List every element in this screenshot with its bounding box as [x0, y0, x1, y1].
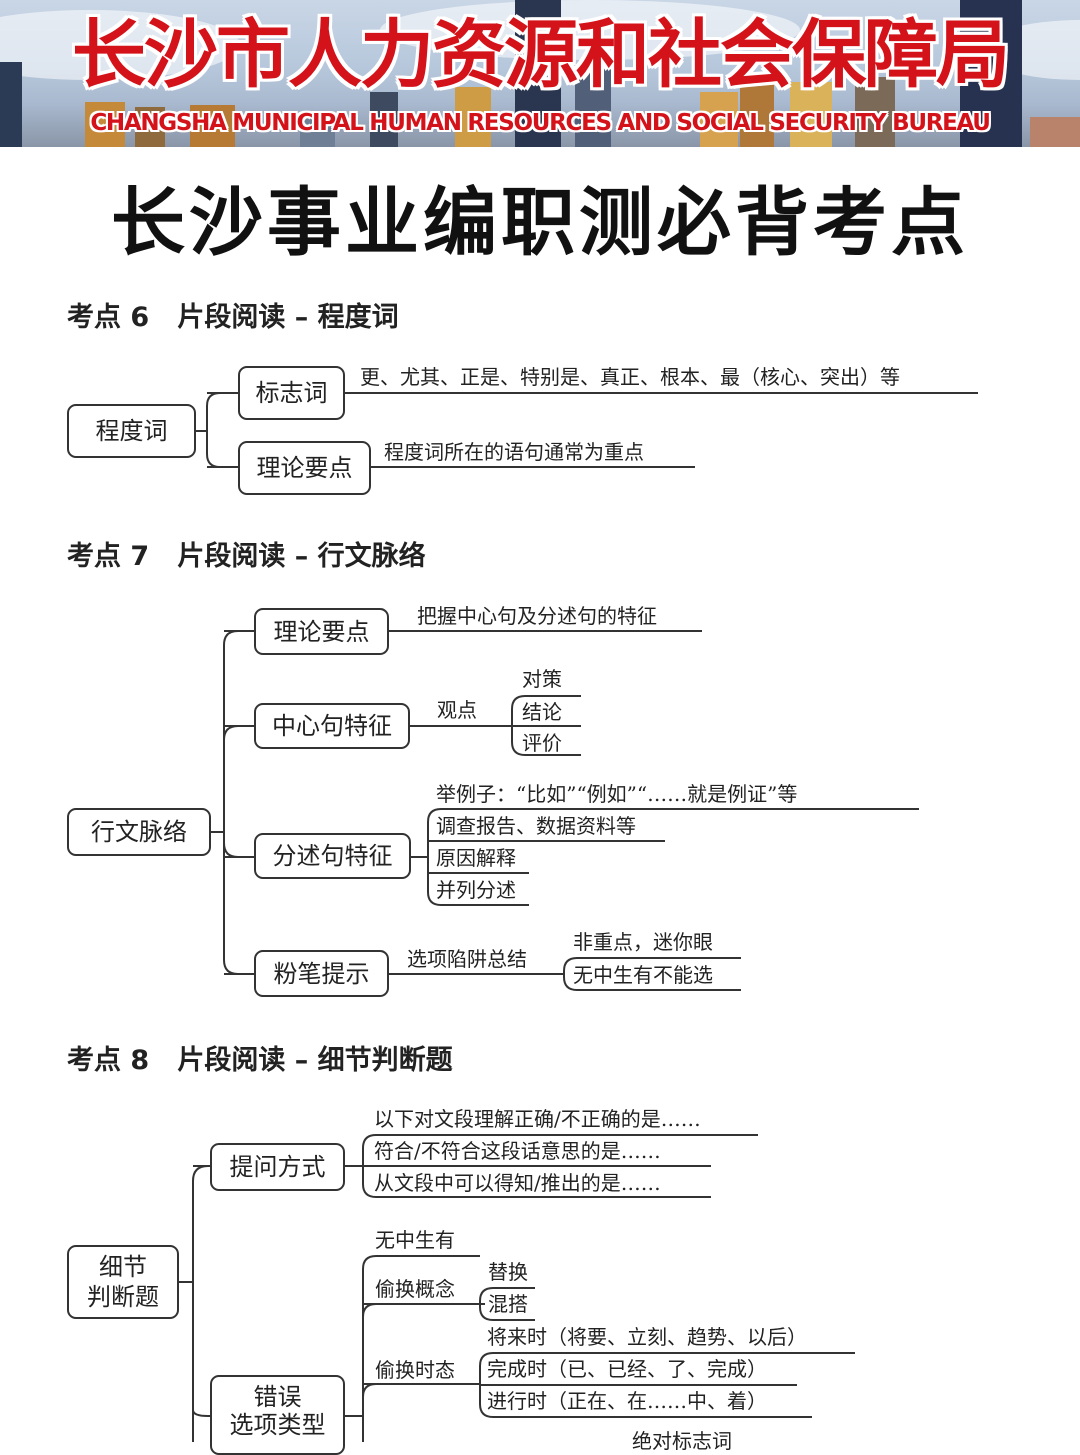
leaf-perfect-tense: 完成时（已、已经、了、完成）	[487, 1357, 767, 1381]
root-node-text-structure: 行文脉络	[67, 808, 211, 856]
node-label: 标志词	[255, 379, 328, 407]
node-label: 分述句特征	[272, 842, 393, 870]
leaf-theory-text: 把握中心句及分述句的特征	[417, 604, 657, 628]
node-label: 粉笔提示	[273, 959, 370, 988]
node-theory-points: 理论要点	[254, 608, 389, 655]
node-label: 错误 选项类型	[229, 1383, 326, 1439]
leaf-theory-text: 程度词所在的语句通常为重点	[384, 440, 644, 464]
leaf-conclusion: 结论	[522, 700, 562, 724]
leaf-marker-words-list: 更、尤其、正是、特别是、真正、根本、最（核心、突出）等	[360, 365, 900, 389]
section-title-7: 考点 7 片段阅读 – 行文脉络	[67, 541, 426, 572]
label-viewpoint: 观点	[437, 698, 477, 722]
banner-title-cn: 长沙市人力资源和社会保障局	[72, 12, 1010, 98]
node-wrong-option-types: 错误 选项类型	[210, 1375, 345, 1455]
header-banner: 长沙市人力资源和社会保障局 CHANGSHA MUNICIPAL HUMAN R…	[0, 0, 1080, 147]
label-option-traps: 选项陷阱总结	[407, 947, 527, 971]
node-fenbi-tip: 粉笔提示	[254, 950, 389, 997]
leaf-question-2: 符合/不符合这段话意思的是……	[374, 1139, 661, 1163]
label-tense-swap: 偷换时态	[375, 1358, 455, 1382]
leaf-examples: 举例子：“比如”“例如”“……就是例证”等	[436, 782, 798, 806]
leaf-future-tense: 将来时（将要、立刻、趋势、以后）	[487, 1325, 807, 1349]
banner-title-en: CHANGSHA MUNICIPAL HUMAN RESOURCES AND S…	[90, 110, 991, 136]
node-theory-points: 理论要点	[238, 441, 371, 495]
node-label: 行文脉络	[91, 818, 187, 846]
leaf-replace: 替换	[488, 1260, 528, 1284]
leaf-question-1: 以下对文段理解正确/不正确的是……	[374, 1107, 701, 1131]
label-absolute-words: 绝对标志词	[632, 1429, 732, 1453]
node-label: 理论要点	[273, 617, 370, 646]
root-node-degree-words: 程度词	[67, 404, 196, 458]
leaf-fabricated: 无中生有	[375, 1228, 455, 1252]
node-label: 理论要点	[256, 454, 353, 482]
leaf-evaluation: 评价	[522, 731, 562, 755]
leaf-countermeasure: 对策	[522, 667, 562, 691]
leaf-fabricated: 无中生有不能选	[573, 963, 713, 987]
leaf-parallel: 并列分述	[436, 878, 516, 902]
leaf-question-3: 从文段中可以得知/推出的是……	[374, 1171, 661, 1195]
root-node-detail-judgment: 细节 判断题	[67, 1245, 179, 1319]
page-title: 长沙事业编职测必背考点	[111, 180, 969, 266]
leaf-progressive-tense: 进行时（正在、在……中、着）	[487, 1389, 767, 1413]
node-central-sentence: 中心句特征	[254, 703, 410, 749]
node-label: 中心句特征	[272, 712, 392, 740]
node-label: 程度词	[95, 417, 168, 445]
leaf-survey-data: 调查报告、数据资料等	[436, 814, 636, 838]
section-title-6: 考点 6 片段阅读 – 程度词	[67, 302, 399, 333]
leaf-cause-explanation: 原因解释	[436, 846, 516, 870]
node-label: 提问方式	[229, 1153, 326, 1181]
node-marker-words: 标志词	[238, 366, 345, 420]
leaf-mix: 混搭	[488, 1292, 528, 1316]
section-title-8: 考点 8 片段阅读 – 细节判断题	[67, 1045, 453, 1076]
node-supporting-sentence: 分述句特征	[254, 833, 411, 879]
node-question-style: 提问方式	[210, 1143, 345, 1191]
leaf-non-key: 非重点，迷你眼	[573, 930, 713, 954]
node-label: 细节 判断题	[87, 1253, 159, 1311]
label-concept-swap: 偷换概念	[375, 1277, 455, 1301]
